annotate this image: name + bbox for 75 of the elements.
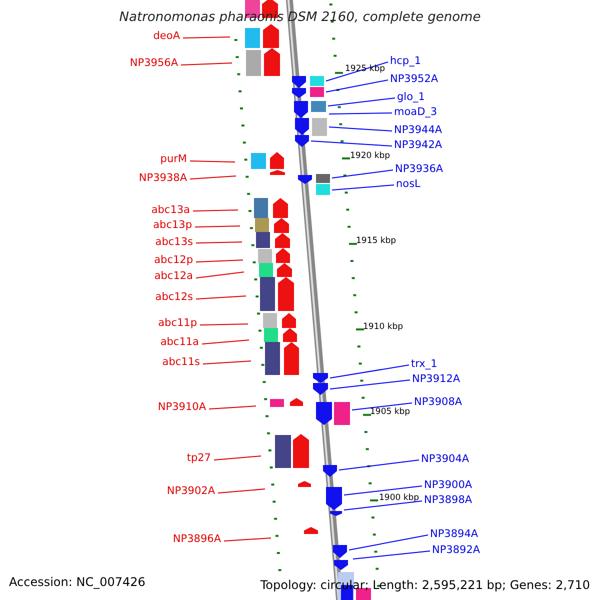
scale-label: 1925 kbp: [345, 64, 386, 75]
leader-line: [208, 406, 256, 410]
leader-line: [352, 550, 430, 560]
scale-label: 1915 kbp: [356, 236, 396, 247]
leader-line: [196, 296, 246, 300]
gene-label: NP3896A: [172, 533, 221, 546]
scale-label: 1905 kbp: [370, 407, 410, 418]
leader-line: [202, 360, 252, 364]
gene-label: NP3900A: [424, 479, 472, 492]
leader-line: [348, 534, 428, 550]
scale-label: 1900 kbp: [379, 493, 420, 504]
gene-label: abc13a: [151, 204, 190, 217]
gene-label: abc11a: [160, 336, 199, 349]
leader-line: [352, 402, 412, 410]
gene-label: NP3944A: [394, 124, 442, 137]
scale-label: 1910 kbp: [363, 322, 404, 333]
gene-label: hcp_1: [390, 55, 422, 68]
map-title: Natronomonas pharaonis DSM 2160, complete genome: [118, 10, 482, 26]
leader-line: [192, 210, 238, 212]
leader-line: [196, 272, 244, 278]
leader-line: [328, 112, 392, 114]
leader-line: [326, 62, 388, 82]
leader-line: [196, 242, 242, 244]
leader-line: [190, 160, 236, 162]
gene-label: nosL: [396, 178, 420, 191]
accession-text: Accession: NC_007426: [9, 575, 146, 589]
gene-label: deoA: [153, 30, 180, 43]
leader-line: [332, 184, 394, 190]
leader-line: [218, 488, 266, 494]
gene-label: abc12a: [154, 270, 193, 283]
leader-line: [330, 380, 410, 390]
gene-label: abc11s: [162, 356, 200, 369]
gene-label: abc12p: [154, 254, 193, 267]
gene-label: NP3892A: [432, 544, 480, 557]
leader-line: [224, 538, 272, 542]
leader-line: [332, 170, 394, 178]
gene-label: NP3942A: [394, 139, 442, 152]
gene-label: tp27: [186, 452, 211, 465]
gene-label: abc11p: [158, 317, 197, 330]
gene-label: NP3912A: [412, 373, 460, 386]
leader-line: [190, 176, 236, 180]
leader-line: [196, 260, 244, 262]
gene-label: moaD_3: [394, 106, 438, 119]
gene-label: glo_1: [397, 91, 425, 104]
gene-label: NP3894A: [430, 528, 478, 541]
leader-line: [328, 98, 396, 106]
leader-line: [200, 324, 248, 326]
leader-line: [344, 486, 422, 496]
gene-label: trx_1: [411, 358, 438, 371]
gene-label: NP3956A: [130, 57, 178, 70]
topology-text: Topology: circular; Length: 2,595,221 bp; Genes: 2,710: [260, 578, 590, 592]
gene-label: NP3904A: [421, 453, 470, 466]
leader-line: [180, 62, 232, 66]
leader-line: [214, 456, 262, 460]
gene-label: abc13p: [153, 219, 192, 232]
gene-label: NP3910A: [158, 401, 206, 414]
gene-label: NP3902A: [166, 485, 215, 498]
leader-line: [194, 226, 240, 228]
leader-line: [328, 126, 392, 132]
leader-line: [310, 140, 392, 146]
gene-label: NP3936A: [395, 163, 444, 176]
leader-line: [344, 500, 422, 510]
gene-label: abc13s: [155, 236, 193, 249]
leader-line: [338, 460, 420, 470]
scale-label: 1920 kbp: [350, 151, 390, 162]
gene-label: abc12s: [155, 291, 193, 304]
leader-line: [182, 36, 230, 38]
gene-label: NP3952A: [390, 73, 438, 86]
gene-label: NP3898A: [424, 494, 472, 507]
leader-line: [202, 340, 250, 344]
leader-line: [330, 364, 410, 378]
gene-label: NP3908A: [414, 396, 462, 409]
leader-line: [326, 80, 388, 92]
gene-label: purM: [160, 153, 187, 166]
gene-label: NP3938A: [138, 172, 187, 185]
